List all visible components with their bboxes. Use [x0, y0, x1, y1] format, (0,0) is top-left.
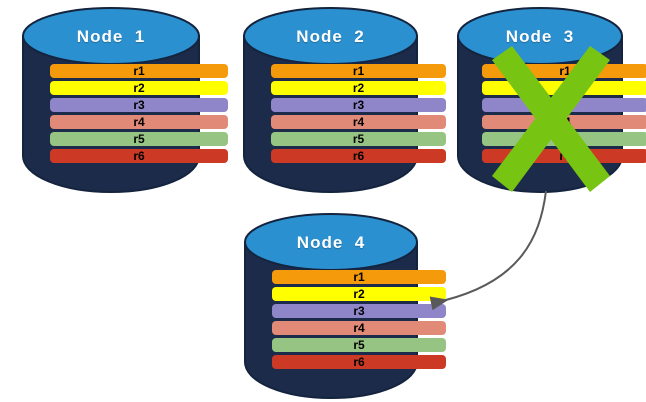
- row-r6-label: r6: [353, 355, 365, 369]
- row-r3-label: r3: [352, 98, 365, 112]
- row-r1[interactable]: r1: [272, 270, 446, 284]
- row-r2-label: r2: [133, 81, 145, 95]
- node-2-rows: r1 r2 r3 r4 r5 r6: [243, 64, 474, 166]
- row-r6[interactable]: r6: [272, 355, 446, 369]
- row-r5[interactable]: r5: [271, 132, 446, 146]
- row-r6-label: r6: [133, 149, 145, 163]
- row-r6-label: r6: [352, 149, 365, 163]
- row-r4-label: r4: [352, 115, 365, 129]
- row-r3[interactable]: r3: [50, 98, 228, 112]
- row-r5[interactable]: r5: [50, 132, 228, 146]
- row-r1[interactable]: r1: [271, 64, 446, 78]
- row-r2-label: r2: [353, 287, 365, 301]
- row-r3[interactable]: r3: [271, 98, 446, 112]
- row-r4-label: r4: [353, 321, 365, 335]
- row-r1-label: r1: [133, 64, 145, 78]
- row-r5[interactable]: r5: [272, 338, 446, 352]
- row-r5-label: r5: [352, 132, 365, 146]
- row-r2[interactable]: r2: [272, 287, 446, 301]
- row-r3-label: r3: [133, 98, 145, 112]
- row-r6[interactable]: r6: [271, 149, 446, 163]
- node-1-rows: r1 r2 r3 r4 r5 r6: [22, 64, 256, 166]
- node-2[interactable]: Node 2 r1 r2 r3 r4 r5 r6: [243, 6, 446, 193]
- row-r2[interactable]: r2: [271, 81, 446, 95]
- row-r5-label: r5: [133, 132, 145, 146]
- row-r4-label: r4: [133, 115, 145, 129]
- replication-arrow: [429, 190, 547, 311]
- node-1[interactable]: Node 1 r1 r2 r3 r4 r5 r6: [22, 6, 228, 193]
- row-r1-label: r1: [353, 270, 365, 284]
- row-r2-label: r2: [352, 81, 365, 95]
- row-r1[interactable]: r1: [50, 64, 228, 78]
- row-r6[interactable]: r6: [50, 149, 228, 163]
- row-r4[interactable]: r4: [272, 321, 446, 335]
- row-r1-label: r1: [352, 64, 365, 78]
- node-4[interactable]: Node 4 r1 r2 r3 r4 r5 r6: [244, 212, 446, 399]
- row-r3[interactable]: r3: [272, 304, 446, 318]
- row-r3-label: r3: [353, 304, 365, 318]
- row-r5-label: r5: [353, 338, 365, 352]
- row-r2[interactable]: r2: [50, 81, 228, 95]
- row-r4[interactable]: r4: [50, 115, 228, 129]
- row-r4[interactable]: r4: [271, 115, 446, 129]
- node-4-rows: r1 r2 r3 r4 r5 r6: [244, 270, 474, 372]
